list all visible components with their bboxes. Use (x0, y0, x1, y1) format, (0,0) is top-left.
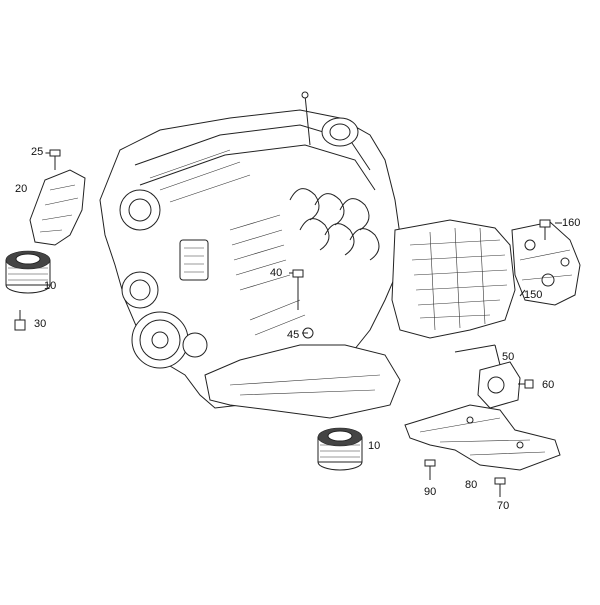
engine-block (99, 91, 401, 419)
callout-45: 45 (287, 329, 300, 341)
engine-mount-10-left (5, 250, 51, 294)
callout-80: 80 (465, 479, 478, 491)
crossmember-80 (404, 404, 561, 471)
callout-50: 50 (502, 351, 515, 363)
engine-mount-10-bottom (317, 427, 363, 471)
bolt-30 (14, 310, 26, 331)
callout-30: 30 (34, 318, 47, 330)
bolt-160 (539, 219, 551, 240)
transmission-mount-50 (477, 361, 521, 409)
callout-70: 70 (497, 500, 510, 512)
bolt-90 (424, 459, 436, 480)
leader-lines (46, 152, 562, 366)
callout-160: 160 (562, 217, 581, 229)
heat-shield-20 (29, 169, 86, 246)
callout-150: 150 (524, 289, 543, 301)
bracket-150 (511, 221, 581, 306)
callout-10-left: 10 (44, 280, 57, 292)
oil-pan (204, 344, 401, 419)
callout-20: 20 (15, 183, 28, 195)
transmission (391, 219, 516, 339)
callout-10-bottom: 10 (368, 440, 381, 452)
callout-60: 60 (542, 379, 555, 391)
bolt-60 (518, 379, 534, 389)
callout-90: 90 (424, 486, 437, 498)
throttle-body (321, 117, 359, 147)
callout-40: 40 (270, 267, 283, 279)
bolt-70 (494, 477, 506, 497)
intake-manifold (289, 188, 380, 261)
accessory-drive (119, 189, 209, 369)
callout-25: 25 (31, 146, 44, 158)
